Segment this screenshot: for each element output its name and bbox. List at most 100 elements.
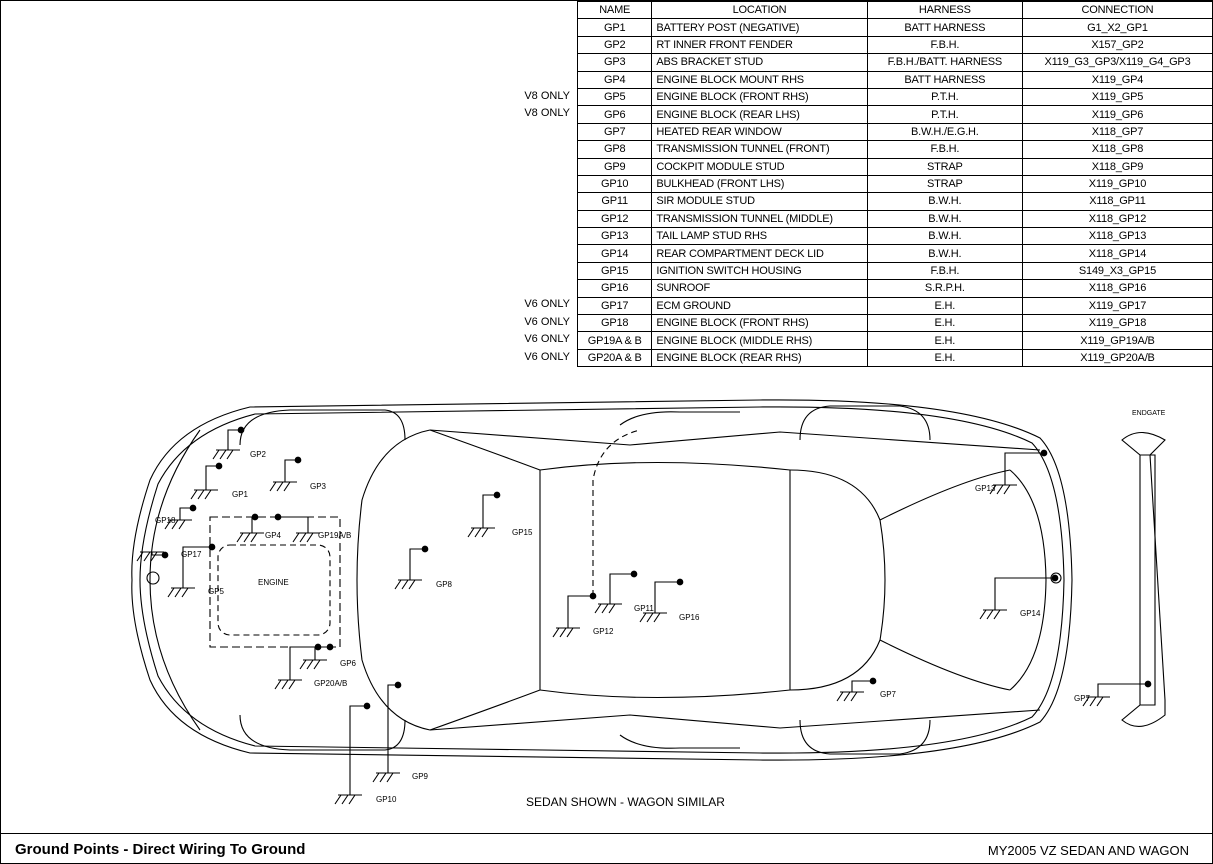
ground-label-gp8: GP8 [436,580,453,589]
car-body-outline [131,399,1073,761]
cell-harness: F.B.H./BATT. HARNESS [866,53,1023,72]
cell-harness: F.B.H. [866,35,1023,55]
ground-label-gp11: GP11 [634,604,654,613]
ground-lead-wire [482,494,497,528]
ground-symbol-icon [236,532,264,543]
ground-symbol-icon [269,481,297,492]
ground-symbol-icon [136,551,164,562]
ground-lead-wire [179,507,193,520]
cell-location: IGNITION SWITCH HOUSING [651,261,868,281]
cell-connection: X119_GP19A/B [1021,331,1213,350]
ground-label-gp9: GP9 [412,772,429,781]
ground-lead-wire [289,646,318,680]
cell-location: COCKPIT MODULE STUD [651,157,868,176]
cell-location: TRANSMISSION TUNNEL (FRONT) [651,140,868,159]
row-note: V8 ONLY [524,107,570,119]
ground-lead-wire [278,516,309,533]
ground-lead-wire [387,684,398,773]
ground-symbol-icon [274,679,302,690]
ground-label-gp16: GP16 [679,613,700,622]
cell-location: TAIL LAMP STUD RHS [651,227,868,246]
cell-connection: X119_GP10 [1021,174,1213,194]
cell-location: BATTERY POST (NEGATIVE) [651,18,868,37]
ground-lead-wire [851,680,873,692]
ground-symbol-icon [467,527,495,538]
ground-symbol-icon [190,489,218,500]
rear-window [789,469,886,691]
cell-location: ABS BRACKET STUD [651,53,868,72]
ground-label-gp7_wagon: GP7 [1074,694,1091,703]
ground-symbol-icon [334,794,362,805]
ground-label-gp2: GP2 [250,450,267,459]
cell-name: GP15 [576,261,653,281]
cell-location: ECM GROUND [651,296,868,316]
ground-label-gp1: GP1 [232,490,249,499]
ground-label-gp4: GP4 [265,531,282,540]
footer-divider [0,833,1212,834]
ground-lead-wire [349,705,367,795]
cell-location: TRANSMISSION TUNNEL (MIDDLE) [651,209,868,229]
cell-name: GP11 [576,192,653,211]
ground-lead-wire [654,581,680,613]
ground-label-gp18: GP18 [155,516,176,525]
cell-name: GP16 [576,279,653,298]
ground-lead-wire [409,548,425,580]
ground-symbol-icon [164,519,192,530]
engine-label: ENGINE [258,578,289,587]
windscreen [356,429,431,731]
ground-lead-wire [151,552,165,556]
cell-connection: X119_GP18 [1021,314,1213,333]
ground-symbol-icon [394,579,422,590]
footer-model: MY2005 VZ SEDAN AND WAGON [987,843,1189,858]
ground-symbol-icon [836,691,864,702]
cell-name: GP1 [576,18,653,37]
row-note: V6 ONLY [524,315,570,328]
ground-symbol-icon [639,612,667,623]
row-note: V6 ONLY [524,298,570,311]
ground-label-gp12: GP12 [593,627,614,636]
roof [539,461,791,699]
ground-lead-wire [284,459,298,482]
ground-lead-wire [227,429,241,450]
ground-label-gp6: GP6 [340,659,357,668]
cell-name: GP20A & B [576,348,653,368]
ground-symbol-icon [212,449,240,460]
diagram-caption: SEDAN SHOWN - WAGON SIMILAR [526,795,725,809]
cell-harness: STRAP [866,157,1023,176]
ground-label-gp17: GP17 [181,550,202,559]
ground-symbol-icon [552,627,580,638]
ground-label-gp20ab: GP20A/B [314,679,347,688]
ground-lead-wire [205,465,219,490]
cell-harness: P.T.H. [866,87,1023,107]
row-note: V8 ONLY [524,89,570,102]
endgate-outline [1121,431,1166,727]
ground-label-gp13: GP13 [975,484,996,493]
cell-location: RT INNER FRONT FENDER [651,35,868,55]
ground-lead-wire [609,573,634,604]
ground-lead-wire [1004,452,1044,485]
ground-lead-wire [182,546,212,588]
ground-lead-wire [1097,683,1148,697]
ground-symbol-icon [299,659,327,670]
cell-location: BULKHEAD (FRONT LHS) [651,174,868,194]
ground-symbol-icon [167,587,195,598]
cell-name: GP10 [576,174,653,194]
ground-label-gp10: GP10 [376,795,397,804]
cell-harness: S.R.P.H. [866,279,1023,298]
row-note: V6 ONLY [524,333,570,346]
cell-name: GP14 [576,244,653,263]
ground-symbol-icon [1082,696,1110,707]
ground-label-gp19ab: GP19A/B [318,531,351,540]
table-header-row: NAME LOCATION HARNESS CONNECTION [576,0,1213,20]
cell-location: ENGINE BLOCK MOUNT RHS [651,70,868,89]
